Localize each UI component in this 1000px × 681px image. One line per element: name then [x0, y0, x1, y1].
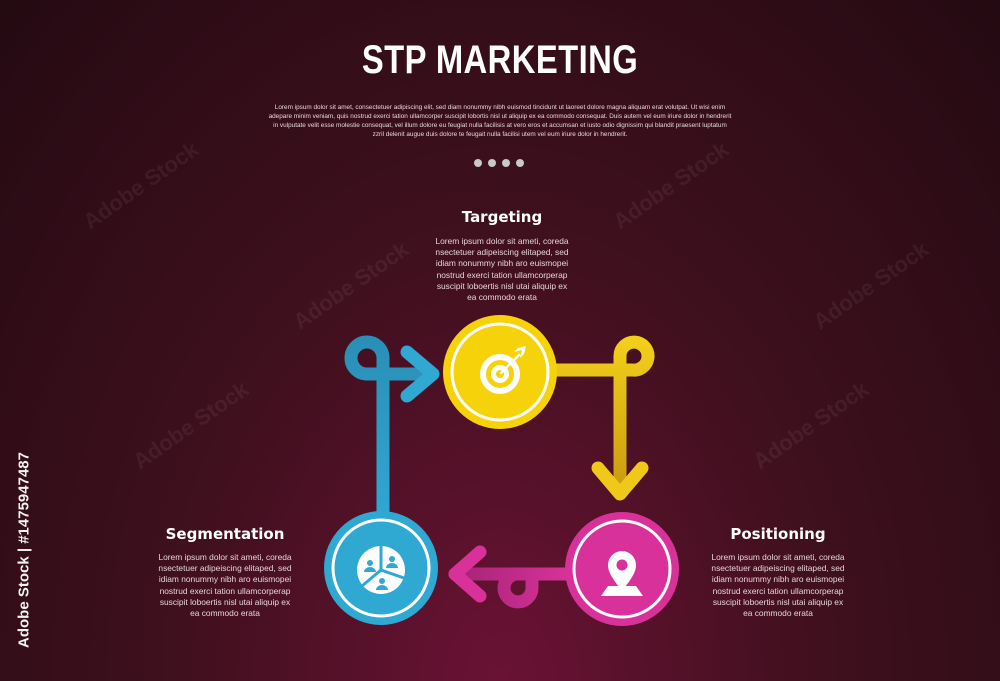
segmentation-to-targeting-arrow	[344, 335, 440, 527]
targeting-node	[443, 315, 557, 429]
target-icon	[480, 346, 526, 394]
svg-text:Adobe Stock: Adobe Stock	[129, 376, 254, 474]
pie-chart-users-icon	[357, 545, 405, 594]
targeting-to-positioning-arrow	[548, 335, 655, 501]
positioning-description: Lorem ipsum dolor sit ameti, coreda nsec…	[711, 552, 845, 619]
targeting-description: Lorem ipsum dolor sit ameti, coreda nsec…	[435, 236, 569, 303]
svg-text:Adobe Stock: Adobe Stock	[79, 136, 204, 234]
page-dot[interactable]	[502, 159, 510, 167]
segmentation-title: Segmentation	[165, 525, 285, 543]
page-title: STP MARKETING	[361, 38, 639, 82]
side-watermark: Adobe Stock | #1475947487	[15, 452, 33, 648]
svg-text:Adobe Stock: Adobe Stock	[749, 376, 874, 474]
page-indicator	[474, 159, 534, 169]
positioning-node	[565, 512, 679, 626]
page-dot[interactable]	[516, 159, 524, 167]
positioning-to-segmentation-arrow	[448, 545, 577, 609]
svg-text:Adobe Stock: Adobe Stock	[609, 136, 734, 234]
positioning-title: Positioning	[730, 525, 826, 543]
page-dot[interactable]	[474, 159, 482, 167]
svg-text:Adobe Stock: Adobe Stock	[809, 236, 934, 334]
segmentation-node	[324, 511, 438, 625]
page-subtitle: Lorem ipsum dolor sit amet, consectetuer…	[268, 104, 732, 138]
svg-text:Adobe Stock: Adobe Stock	[289, 236, 414, 334]
segmentation-description: Lorem ipsum dolor sit ameti, coreda nsec…	[158, 552, 292, 619]
page-dot[interactable]	[488, 159, 496, 167]
location-pin-icon	[601, 551, 643, 596]
targeting-title: Targeting	[461, 208, 543, 226]
